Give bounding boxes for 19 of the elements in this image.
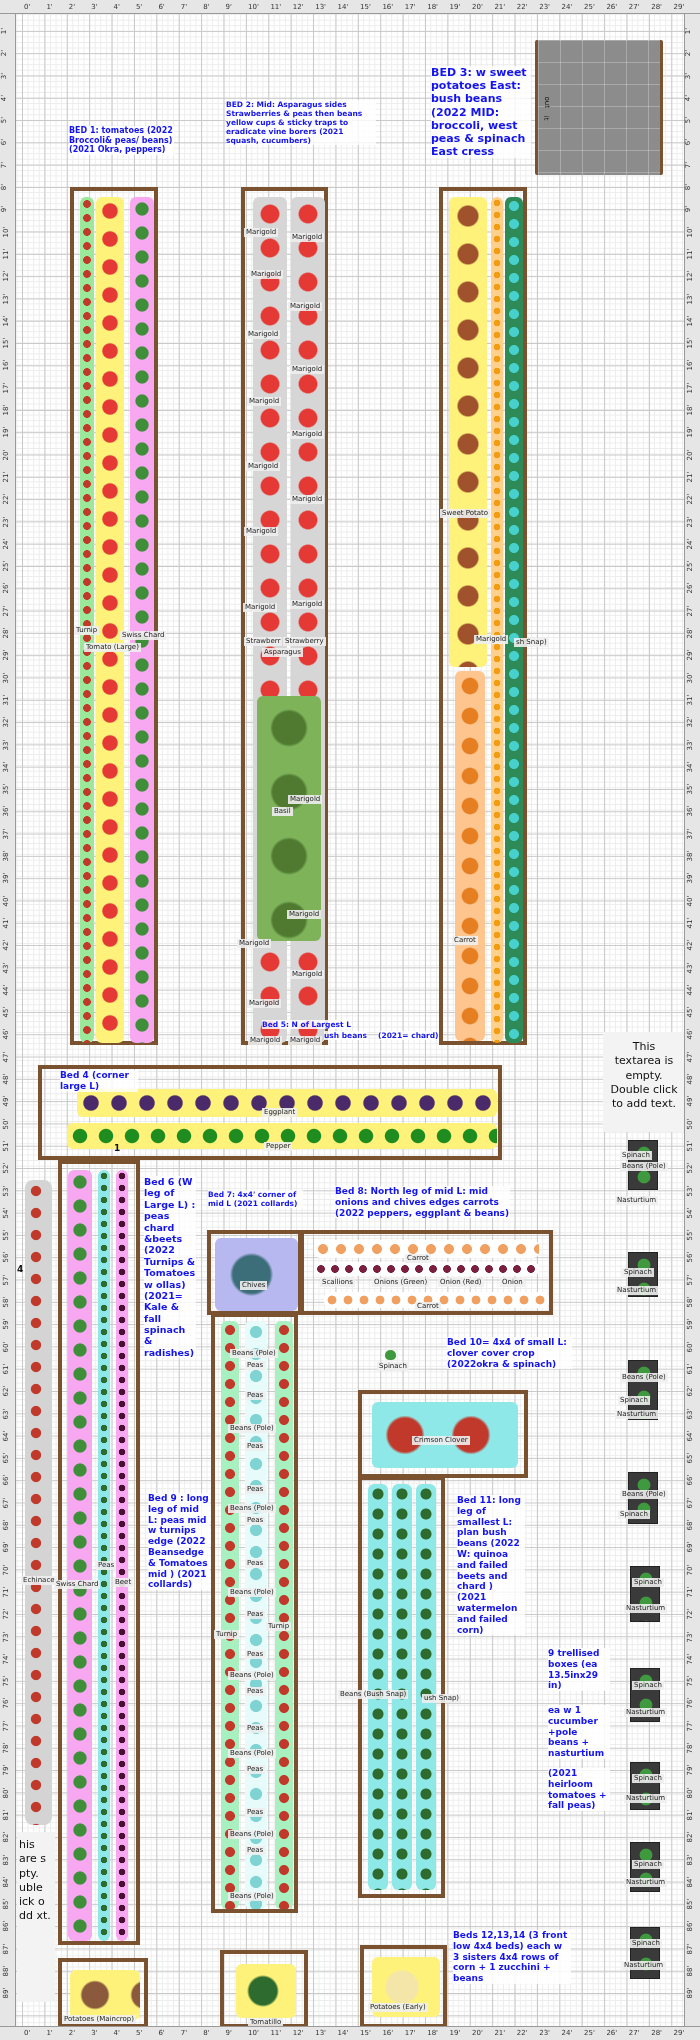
bed-note: Bed 8: North leg of mid L: mid onions and chives edges carrots (2022 peppers, eggplant & beans): [335, 1186, 510, 1219]
bed-note: (2021 heirloom tomatoes + fall peas): [548, 1768, 610, 1812]
callout-number: 1: [114, 1143, 121, 1154]
bed-note: Bed 6 (W leg of Large L) : peas chard &beets (2022 Turnips & Tomatoes w ollas) (2021= Kale & fall spinach & radishes): [144, 1176, 196, 1359]
bed-note: BED 1: tomatoes (2022 Broccoli& peas/ beans) (2021 Okra, peppers): [69, 126, 174, 155]
bed-note: Bed 9 : long leg of mid L: peas mid w turnips edge (2022 Beansedge & Tomatoes mid ) (2021 collards): [148, 1493, 210, 1591]
bed-note: ea w 1 cucumber +pole beans + nasturtium: [548, 1705, 610, 1759]
bed-note: Bed 10= 4x4 of small L: clover cover crop (2022okra & spinach): [447, 1337, 572, 1370]
bed-note: 9 trellised boxes (ea 13.5inx29 in): [548, 1648, 610, 1692]
text-area: his are s pty. uble ick o dd xt.: [17, 1832, 55, 2002]
bed-note: Beds 12,13,14 (3 front low 4x4 beds) each w 3 sisters 4x4 rows of corn + 1 zucchini + beans: [453, 1930, 571, 1984]
text-area: This textarea is empty. Double click to add text.: [603, 1032, 685, 1132]
garden-bed: [360, 1945, 447, 2028]
bed-note: BED 3: w sweet potatoes East: bush beans (2022 MID: broccoli, west peas & spinach East cress: [431, 66, 531, 159]
callout-number: 4: [17, 1264, 24, 1275]
bed-note: Bed 4 (corner large L): [60, 1070, 138, 1092]
paver-block: [535, 40, 663, 175]
bed-note: Bed 11: long leg of smallest L: plan bush beans (2022 W: quinoa and failed beets and chard ) (2021 watermelon and failed corn): [457, 1495, 525, 1636]
garden-bed: [38, 1065, 502, 1160]
